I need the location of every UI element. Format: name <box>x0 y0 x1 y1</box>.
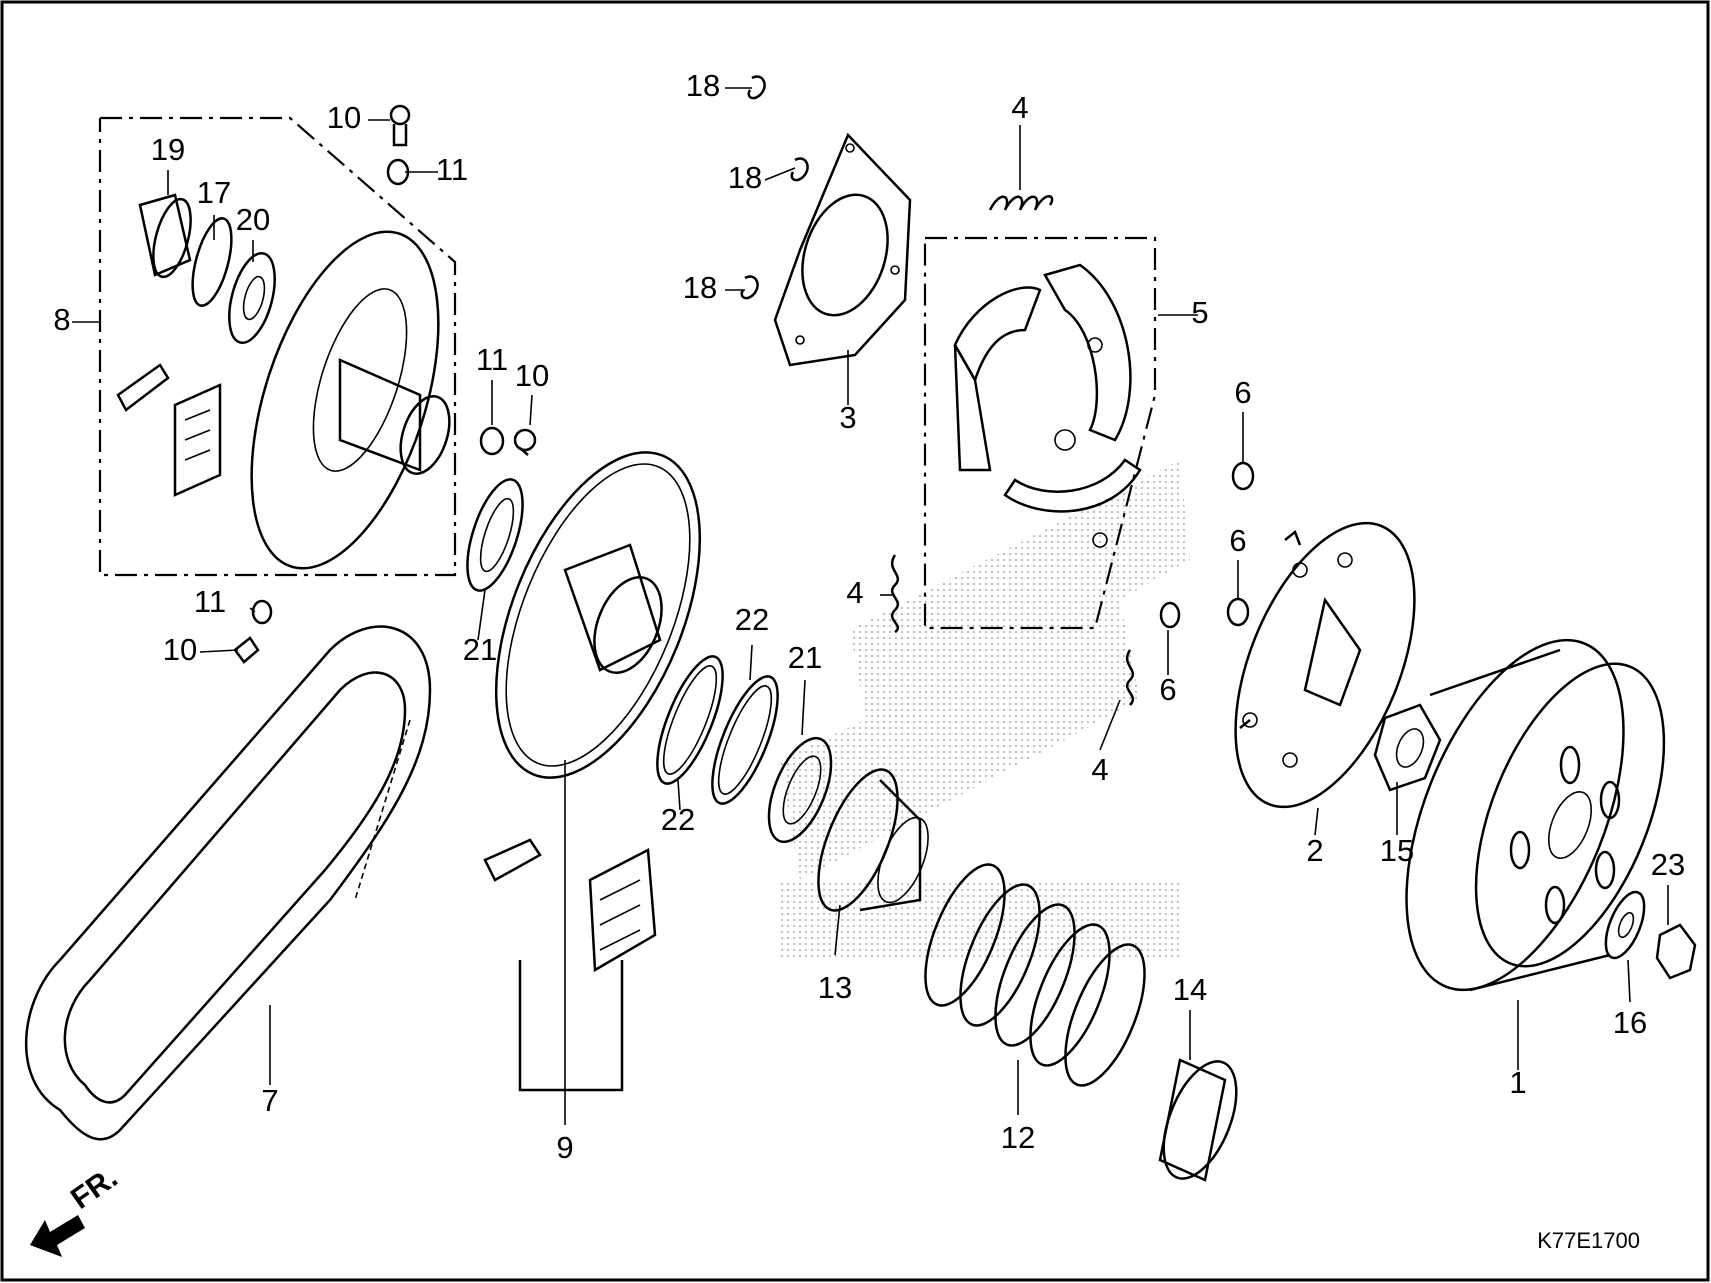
pin-9 <box>483 838 542 882</box>
front-direction-arrow: FR. <box>30 1161 124 1257</box>
label-plate-9 <box>588 848 657 973</box>
bolt-10-low <box>233 636 260 664</box>
diagram-code: K77E1700 <box>1537 1228 1640 1253</box>
leader-lines <box>72 87 1669 1125</box>
drive-belt <box>25 625 432 1141</box>
callout-19: 19 <box>151 132 185 167</box>
o-ring-22-left <box>656 655 724 785</box>
o-ring-22-right <box>711 675 779 805</box>
front-direction-label: FR. <box>65 1161 124 1216</box>
callout-8: 8 <box>53 302 70 337</box>
callout-2: 2 <box>1306 833 1323 868</box>
callout-22-right: 22 <box>735 602 769 637</box>
plate-3 <box>773 132 912 367</box>
callout-11-top: 11 <box>436 152 468 187</box>
nut-6-low <box>1159 601 1181 629</box>
spring-4-right <box>1125 649 1135 706</box>
nut-11-mid <box>479 426 505 456</box>
callout-21-right: 21 <box>788 640 822 675</box>
spring-collar-14 <box>1158 1058 1238 1182</box>
bracket-9 <box>518 960 624 1092</box>
callout-21-left: 21 <box>463 632 497 667</box>
bolt-10-top <box>389 104 411 147</box>
watermark <box>780 460 1190 960</box>
weight-roller-19 <box>138 193 192 279</box>
callout-4-right: 4 <box>1091 752 1108 787</box>
callout-11-mid: 11 <box>476 342 508 377</box>
pin-small <box>116 363 170 412</box>
callout-6-low: 6 <box>1159 672 1176 707</box>
spring-4-left <box>890 554 900 634</box>
callout-15: 15 <box>1380 833 1414 868</box>
callout-5: 5 <box>1191 295 1208 330</box>
callout-20: 20 <box>236 202 270 237</box>
nut-6-top <box>1231 461 1255 491</box>
callout-3: 3 <box>839 400 856 435</box>
callout-16: 16 <box>1613 1005 1647 1040</box>
clutch-outer-1 <box>1405 638 1666 992</box>
lock-nut-15 <box>1373 703 1442 792</box>
callout-10-top: 10 <box>327 100 361 135</box>
callout-4-left: 4 <box>846 575 863 610</box>
callout-6-mid: 6 <box>1229 523 1246 558</box>
clip-18-low <box>740 275 759 300</box>
driven-face-9 <box>494 451 702 779</box>
ramp-plate-17 <box>191 217 233 307</box>
callout-22-left: 22 <box>661 802 695 837</box>
callout-17: 17 <box>197 175 231 210</box>
callout-12: 12 <box>1001 1120 1035 1155</box>
callout-11-low: 11 <box>194 584 226 619</box>
spring-4-top <box>988 195 1054 211</box>
callout-14: 14 <box>1173 972 1207 1007</box>
bearing-20 <box>228 252 276 344</box>
callout-10-low: 10 <box>163 632 197 667</box>
callout-4-top: 4 <box>1011 90 1028 125</box>
callout-18-top: 18 <box>686 68 720 103</box>
callout-10-mid: 10 <box>515 358 549 393</box>
washer-16 <box>1604 890 1646 960</box>
oil-seal-21-right <box>767 736 833 844</box>
callout-18-mid: 18 <box>728 160 762 195</box>
nut-23 <box>1655 923 1697 980</box>
label-plate-8 <box>173 383 222 497</box>
callout-13: 13 <box>818 970 852 1005</box>
nut-11-low <box>251 599 273 625</box>
callout-7: 7 <box>261 1083 278 1118</box>
seal-collar-13 <box>817 768 929 912</box>
clip-18-mid <box>790 157 809 182</box>
oil-seal-21-left <box>466 478 524 592</box>
clutch-weights-5 <box>953 263 1142 548</box>
callout-1: 1 <box>1509 1065 1526 1100</box>
callout-labels: 1 2 3 4 4 4 5 6 6 6 7 8 9 10 10 10 11 11… <box>53 68 1685 1165</box>
callout-23: 23 <box>1651 847 1685 882</box>
clip-18-top <box>747 75 766 100</box>
drive-plate-2 <box>1234 521 1416 809</box>
movable-drive-face <box>250 230 451 570</box>
callout-6-top: 6 <box>1234 375 1251 410</box>
callout-9: 9 <box>556 1130 573 1165</box>
nut-6-mid <box>1226 597 1250 627</box>
callout-18-low: 18 <box>683 270 717 305</box>
assembly-5-box <box>923 236 1157 630</box>
driven-spring-12 <box>924 863 1146 1087</box>
bolt-10-mid <box>513 428 537 456</box>
assembly-8-box <box>98 116 457 577</box>
